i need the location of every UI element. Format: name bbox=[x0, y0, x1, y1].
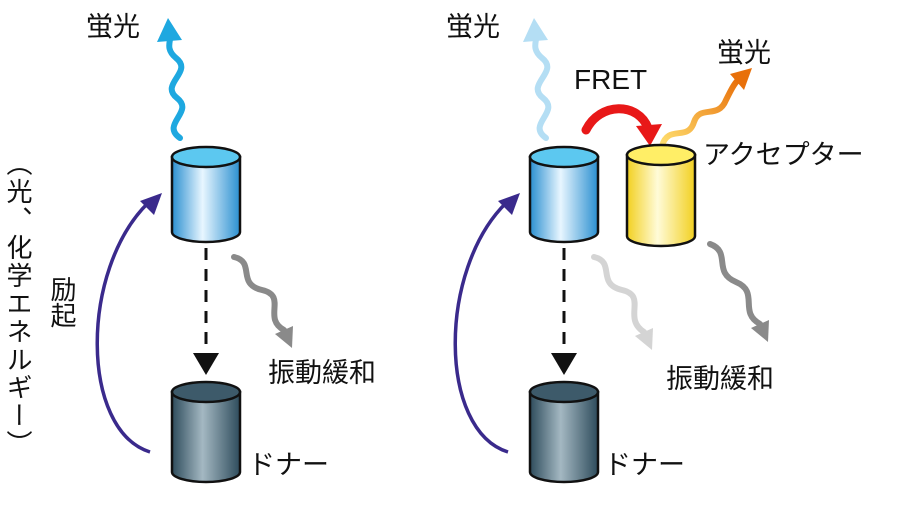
right-donor-fluorescence-label: 蛍光 bbox=[446, 12, 500, 43]
right-donor-fluorescence-arrow bbox=[523, 18, 552, 141]
left-ground-cylinder bbox=[170, 380, 242, 484]
right-donor-relaxation-arrow bbox=[591, 254, 653, 350]
left-relaxation-label: 振動緩和 bbox=[268, 358, 376, 389]
acceptor-fluorescence-label: 蛍光 bbox=[717, 38, 771, 69]
left-relaxation-arrow bbox=[231, 254, 293, 348]
left-donor-label: ドナー bbox=[248, 450, 329, 481]
right-dashed-arrow bbox=[551, 248, 577, 375]
right-donor-label: ドナー bbox=[604, 450, 685, 481]
right-excited-cylinder bbox=[528, 145, 600, 244]
left-excitation-arrow bbox=[95, 193, 162, 454]
fret-label: FRET bbox=[574, 64, 648, 95]
acceptor-relaxation-arrow bbox=[707, 241, 769, 342]
right-relaxation-label: 振動緩和 bbox=[666, 364, 774, 395]
acceptor-fluorescence-arrow bbox=[659, 68, 752, 149]
left-fluorescence-arrow bbox=[157, 18, 186, 141]
acceptor-cylinder bbox=[625, 143, 697, 248]
excitation-source-label: （光、化学エネルギー） bbox=[2, 150, 32, 458]
left-fluorescence-label: 蛍光 bbox=[86, 12, 140, 43]
fret-arrow bbox=[581, 104, 662, 146]
right-ground-cylinder bbox=[528, 380, 600, 484]
left-excited-cylinder bbox=[170, 145, 242, 244]
excitation-label: 励起 bbox=[46, 276, 76, 328]
left-dashed-arrow bbox=[193, 248, 219, 375]
right-excitation-arrow bbox=[453, 193, 520, 454]
acceptor-label: アクセプター bbox=[703, 140, 864, 171]
